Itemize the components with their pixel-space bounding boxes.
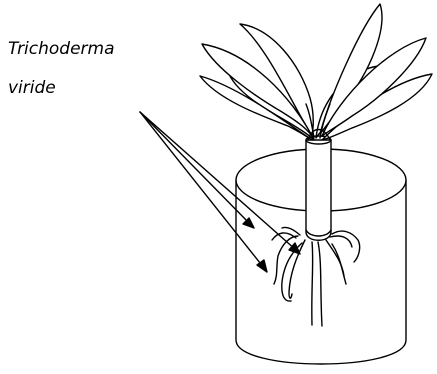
stem-outline	[306, 140, 331, 240]
leaves	[200, 4, 432, 140]
arrow-line	[140, 112, 250, 224]
organism-label-line-2: viride	[8, 78, 56, 98]
stem	[306, 136, 331, 240]
organism-label-line-1: Trichoderma	[8, 39, 115, 59]
